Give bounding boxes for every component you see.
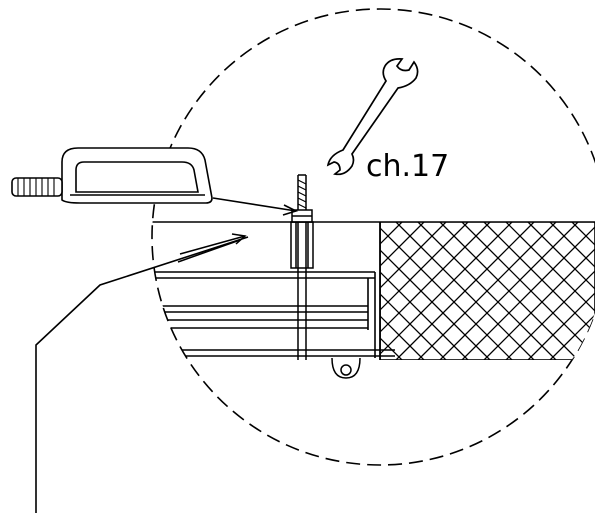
hex-nut-icon [290,209,314,269]
leader-line [35,236,249,513]
handle-icon [11,147,213,204]
wrench-size-label: ch.17 [366,149,449,184]
detail-content [152,174,595,379]
detail-circle [151,8,595,466]
wrench-icon [326,58,419,176]
brick-hatch-pattern [380,222,595,360]
handle-to-bolt-arrow [212,197,299,216]
frame-profile [152,271,395,358]
bottom-eye-fitting [331,357,361,379]
